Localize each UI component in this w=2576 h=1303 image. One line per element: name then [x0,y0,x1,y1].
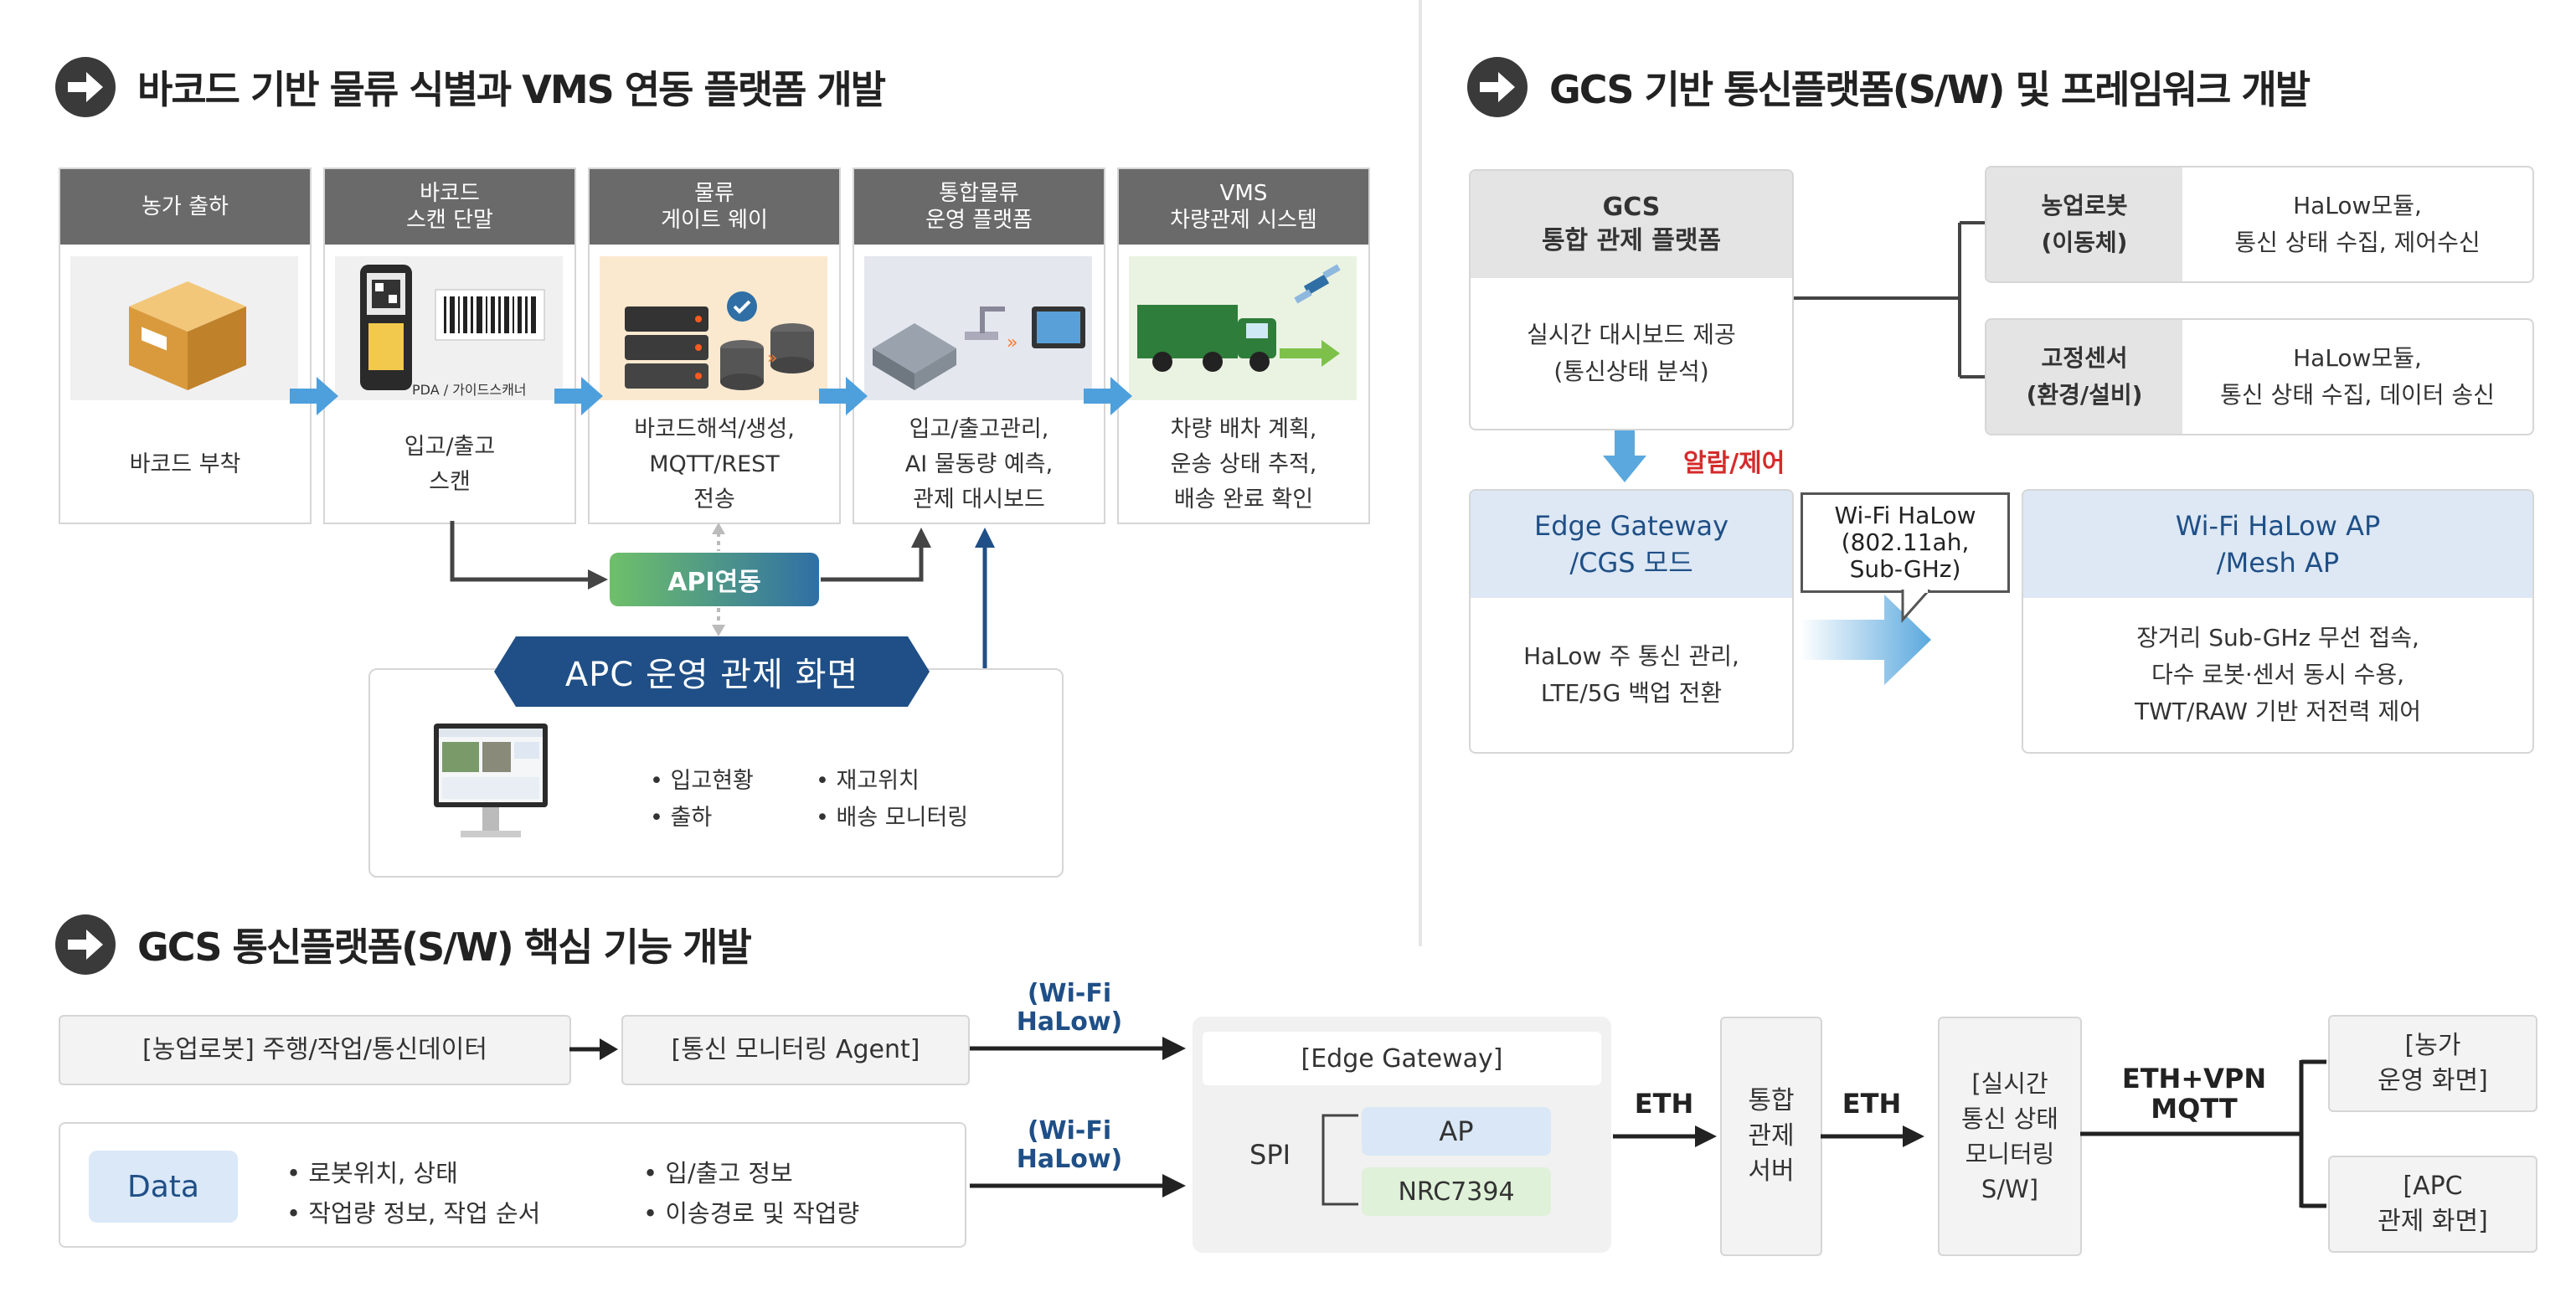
alarm-label: 알람/제어 [1683,449,1785,478]
process-column-gateway: 물류 게이트 웨이 » 바코드해석/생성, MQTT/REST 전송 [588,167,841,524]
column-head: 통합물류 운영 플랫폼 [854,169,1104,245]
arrow-right-icon [1821,1125,1924,1147]
process-column-farm: 농가 출하 바코드 부착 [59,167,312,524]
edge-head: Edge Gateway /CGS 모드 [1471,491,1792,598]
wifi-label: (Wi-Fi HaLow) [1016,1116,1123,1174]
wireless-arrow-icon [1801,595,1931,685]
section2-title: GCS 기반 통신플랫폼(S/W) 및 프레임워크 개발 [1467,57,2311,117]
column-head: 농가 출하 [60,169,310,245]
edge-gateway-block: [Edge Gateway] SPI AP NRC7394 [1193,1017,1611,1253]
column-head: 물류 게이트 웨이 [590,169,839,245]
edge-gateway-label: [Edge Gateway] [1203,1032,1601,1085]
column-body: 차량 배차 계획, 운송 상태 추적, 배송 완료 확인 [1170,416,1317,512]
edge-gateway-box: Edge Gateway /CGS 모드 HaLow 주 통신 관리, LTE/… [1469,489,1794,754]
column-body: 입고/출고 스캔 [404,434,496,495]
flow-arrow-icon [819,377,868,415]
wifi-label: (Wi-Fi HaLow) [1016,979,1123,1037]
gcs-platform-box: GCS 통합 관제 플랫폼 실시간 대시보드 제공 (통신상태 분석) [1469,169,1794,430]
gateway-image: » [600,256,827,400]
apc-item: 배송 모니터링 [836,805,969,831]
section1-title-text: 바코드 기반 물류 식별과 VMS 연동 플랫폼 개발 [137,67,886,112]
column-head: VMS 차량관제 시스템 [1119,169,1368,245]
gcs-body: 실시간 대시보드 제공 (통신상태 분석) [1527,321,1736,385]
apc-monitor-box: • 입고현황 • 재고위치 • 출하 • 배송 모니터링 [368,668,1064,878]
column-head: 바코드 스캔 단말 [325,169,574,245]
robot-data-box: [농업로봇] 주행/작업/통신데이터 [59,1015,571,1085]
monitoring-sw-box: [실시간 통신 상태 모니터링 S/W] [1938,1017,2082,1256]
column-body: 바코드해석/생성, MQTT/REST 전송 [634,416,795,512]
data-item: 입/출고 정보 [665,1159,793,1187]
scanner-caption: PDA / 가이드스캐너 [412,382,527,398]
wifi-halow-callout: Wi-Fi HaLow (802.11ah, Sub-GHz) [1801,492,2010,593]
spi-bracket [1321,1114,1358,1206]
api-link-pill: API연동 [610,553,819,606]
eth-vpn-label: ETH+VPN MQTT [2121,1063,2267,1125]
ap-body: 장거리 Sub-GHz 무선 접속, 다수 로봇·센서 동시 수용, TWT/R… [2135,624,2421,725]
nrc-chip: NRC7394 [1362,1167,1551,1216]
section2-title-text: GCS 기반 통신플랫폼(S/W) 및 프레임워크 개발 [1549,67,2311,112]
eth-label: ETH [1842,1088,1902,1120]
apc-title-banner: APC 운영 관제 화면 [494,636,930,707]
apc-item: 입고현황 [670,768,754,794]
arrow-right-icon [55,57,116,117]
callout-tail [1901,590,1931,623]
robot-label: 농업로봇 (이동체) [1986,167,2182,281]
gcs-head: GCS 통합 관제 플랫폼 [1471,171,1792,278]
section-divider [1419,0,1422,946]
down-arrow-icon [1603,430,1646,482]
robot-box: 농업로봇 (이동체) HaLow모듈, 통신 상태 수집, 제어수신 [1985,166,2534,283]
apc-item: 재고위치 [836,768,920,794]
scanner-image: PDA / 가이드스캐너 [335,256,563,400]
sensor-desc: HaLow모듈, 통신 상태 수집, 데이터 송신 [2220,344,2495,409]
data-item: 이송경로 및 작업량 [665,1199,860,1228]
control-server-box: 통합 관제 서버 [1720,1017,1822,1256]
process-column-vms: VMS 차량관제 시스템 차량 배차 계획, 운송 상태 추적, 배송 완료 확… [1117,167,1370,524]
ap-head: Wi-Fi HaLow AP /Mesh AP [2023,491,2532,598]
output-branch-lines [2080,1059,2326,1208]
monitor-icon [434,724,548,837]
column-body: 바코드 부착 [129,451,241,477]
ap-chip: AP [1362,1107,1551,1156]
column-body: 입고/출고관리, AI 물동량 예측, 관제 대시보드 [904,416,1054,512]
svg-text:»: » [767,348,777,368]
data-item: 로봇위치, 상태 [308,1159,458,1187]
process-column-platform: 통합물류 운영 플랫폼 » 입고/출고관리, AI 물동량 예측, 관제 대시보… [853,167,1105,524]
farm-screen-box: [농가 운영 화면] [2328,1015,2537,1112]
svg-text:»: » [1007,332,1018,353]
halow-ap-box: Wi-Fi HaLow AP /Mesh AP 장거리 Sub-GHz 무선 접… [2022,489,2534,754]
arrow-right-icon [1467,57,1528,117]
truck-image [1129,256,1357,400]
gcs-branch-lines [1794,221,1986,379]
data-item: 작업량 정보, 작업 순서 [308,1199,541,1228]
sensor-box: 고정센서 (환경/설비) HaLow모듈, 통신 상태 수집, 데이터 송신 [1985,318,2534,435]
section1-title: 바코드 기반 물류 식별과 VMS 연동 플랫폼 개발 [55,57,886,117]
wifi-arrows [970,1037,1186,1197]
sensor-label: 고정센서 (환경/설비) [1986,320,2182,434]
robot-desc: HaLow모듈, 통신 상태 수집, 제어수신 [2234,192,2481,256]
process-column-scanner: 바코드 스캔 단말 PDA / 가이드스캐너 입고/출고 스캔 [323,167,576,524]
flow-arrow-icon [554,377,603,415]
data-box: Data • 로봇위치, 상태 • 작업량 정보, 작업 순서 • 입/출고 정… [59,1122,966,1248]
data-chip: Data [89,1151,238,1223]
flow-arrow-icon [290,377,338,415]
arrow-right-icon [569,1038,618,1060]
apc-item: 출하 [670,805,713,831]
eth-label: ETH [1634,1088,1694,1120]
flow-arrow-icon [1084,377,1132,415]
edge-body: HaLow 주 통신 관리, LTE/5G 백업 전환 [1523,642,1739,707]
platform-image: » [864,256,1092,400]
arrow-right-icon [55,914,116,975]
spi-label: SPI [1249,1139,1291,1171]
agent-box: [통신 모니터링 Agent] [621,1015,970,1085]
apc-screen-box: [APC 관제 화면] [2328,1156,2537,1253]
section3-title: GCS 통신플랫폼(S/W) 핵심 기능 개발 [55,914,752,975]
arrow-right-icon [1613,1125,1717,1147]
box-image [70,256,298,400]
section3-title-text: GCS 통신플랫폼(S/W) 핵심 기능 개발 [137,924,752,970]
